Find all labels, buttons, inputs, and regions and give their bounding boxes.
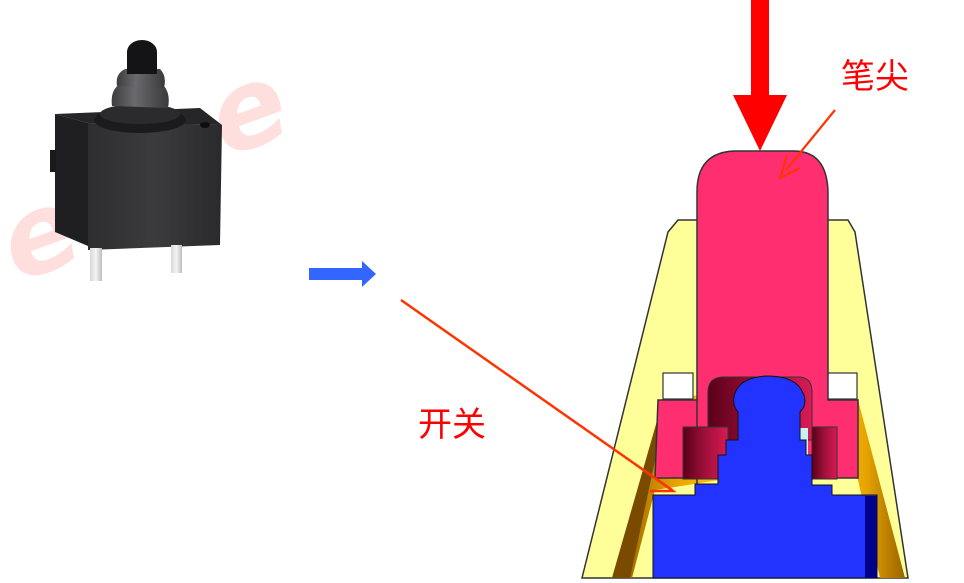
switch-body — [652, 375, 878, 579]
window-right — [826, 372, 858, 400]
switch-label: 开关 — [418, 405, 486, 445]
leader-line-switch — [400, 298, 677, 493]
pen-tip-label: 笔尖 — [841, 57, 909, 97]
window-left — [662, 372, 694, 400]
force-arrow-icon — [733, 0, 787, 151]
leader-line-pen-tip — [778, 109, 836, 181]
micro-switch-photo — [50, 40, 222, 281]
